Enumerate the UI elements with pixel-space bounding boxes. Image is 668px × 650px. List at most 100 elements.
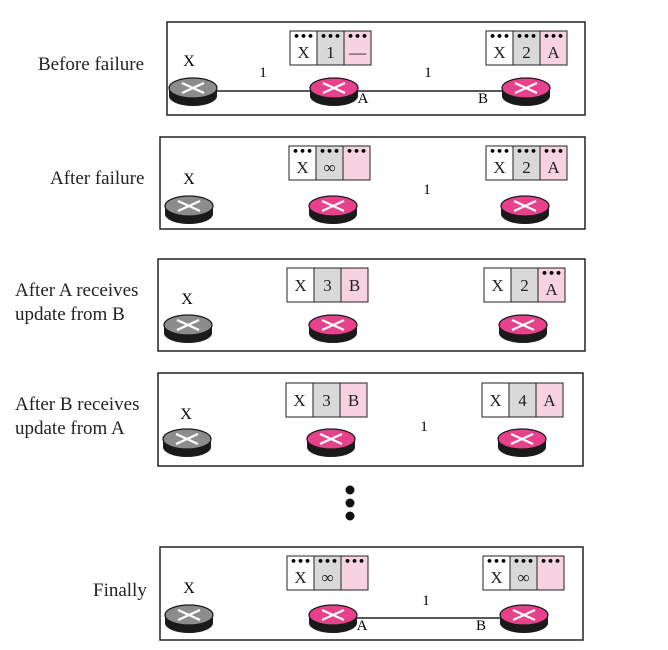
routing-table-b: •••X•••2•••A <box>485 145 568 181</box>
table-cell-dest <box>286 267 315 303</box>
table-cost-value: 1 <box>326 43 335 62</box>
dot <box>345 498 355 508</box>
router-a-label: A <box>357 618 368 634</box>
table-dest-value: X <box>296 158 308 177</box>
link-cost-x-a: 1 <box>259 65 267 81</box>
table-cell-cost <box>512 30 541 66</box>
table-cell-dest <box>286 555 315 591</box>
table-cell-next <box>539 30 568 66</box>
ellipsis-icon: ••• <box>290 555 311 568</box>
table-cell-next <box>539 145 568 181</box>
table-cell-dest <box>481 382 510 418</box>
router-icon <box>500 195 550 224</box>
ellipsis-icon: ••• <box>347 30 368 43</box>
table-next-value: A <box>543 391 556 410</box>
ellipsis-icon: ••• <box>489 30 510 43</box>
table-cell-next <box>343 30 372 66</box>
router-icon <box>163 314 213 343</box>
ellipsis-icon: ••• <box>346 145 367 158</box>
router-x-label: X <box>183 580 195 597</box>
dot <box>345 485 355 495</box>
table-dest-value: X <box>294 568 306 587</box>
table-cost-value: ∞ <box>321 568 333 587</box>
table-cost-value: 4 <box>518 391 527 410</box>
stage-label: After B receives <box>15 394 140 415</box>
router-icon <box>164 195 214 224</box>
ellipsis-icon: ••• <box>540 555 561 568</box>
stage-label: Finally <box>93 580 147 601</box>
router-a-label: A <box>358 91 369 107</box>
table-dest-value: X <box>489 391 501 410</box>
link-cost-a-b: 1 <box>424 65 432 81</box>
table-cell-cost <box>510 267 539 303</box>
router-icon <box>497 428 547 457</box>
table-cell-cost <box>313 555 342 591</box>
stage-frame <box>166 21 586 116</box>
stage-frame <box>157 258 586 352</box>
ellipsis-icon: ••• <box>317 555 338 568</box>
table-cell-next <box>339 382 368 418</box>
routing-table-a: •••X•••∞••• <box>288 145 371 181</box>
table-cell-next <box>535 382 564 418</box>
table-cost-value: ∞ <box>517 568 529 587</box>
router-icon <box>306 428 356 457</box>
ellipsis-icon: ••• <box>516 145 537 158</box>
ellipsis-icon: ••• <box>543 145 564 158</box>
router-icon <box>501 77 551 106</box>
table-cell-cost <box>509 555 538 591</box>
routing-table-b: •••X•••2•••A <box>485 30 568 66</box>
router-x-label: X <box>183 171 195 188</box>
router-icon <box>308 195 358 224</box>
stage-label: After failure <box>50 168 144 189</box>
ellipsis-icon: ••• <box>516 30 537 43</box>
table-cost-value: 2 <box>522 158 531 177</box>
router-icon <box>499 604 549 633</box>
router-icon <box>308 314 358 343</box>
table-next-value: B <box>349 276 360 295</box>
ellipsis-icon: ••• <box>486 555 507 568</box>
stage-frame <box>159 136 586 230</box>
routing-table-a: •••X•••∞••• <box>286 555 369 591</box>
table-cell-next <box>340 555 369 591</box>
table-cell-next <box>536 555 565 591</box>
router-x-label: X <box>181 291 193 308</box>
table-dest-value: X <box>294 276 306 295</box>
router-icon <box>162 428 212 457</box>
table-cell-next <box>342 145 371 181</box>
table-next-value: A <box>545 280 558 299</box>
table-next-value: — <box>348 43 367 62</box>
routing-table-b: •••X•••∞••• <box>482 555 565 591</box>
table-next-value: A <box>547 43 560 62</box>
stage-frame <box>157 372 584 467</box>
table-dest-value: X <box>490 568 502 587</box>
vertical-ellipsis-icon <box>345 485 355 521</box>
ellipsis-icon: ••• <box>541 267 562 280</box>
table-cost-value: ∞ <box>323 158 335 177</box>
table-dest-value: X <box>297 43 309 62</box>
router-icon <box>308 604 358 633</box>
router-icon <box>498 314 548 343</box>
table-cost-value: 2 <box>520 276 529 295</box>
router-icon <box>309 77 359 106</box>
table-cell-next <box>537 267 566 303</box>
ellipsis-icon: ••• <box>344 555 365 568</box>
table-dest-value: X <box>293 391 305 410</box>
ellipsis-icon: ••• <box>293 30 314 43</box>
link-cost-a-b: 1 <box>423 182 431 198</box>
table-dest-value: X <box>493 43 505 62</box>
link-cost-a-b: 1 <box>422 593 430 609</box>
ellipsis-icon: ••• <box>489 145 510 158</box>
table-cell-cost <box>315 145 344 181</box>
router-b-label: B <box>476 618 486 634</box>
stage-frame <box>159 546 584 641</box>
ellipsis-icon: ••• <box>543 30 564 43</box>
table-next-value: A <box>547 158 560 177</box>
ellipsis-icon: ••• <box>319 145 340 158</box>
